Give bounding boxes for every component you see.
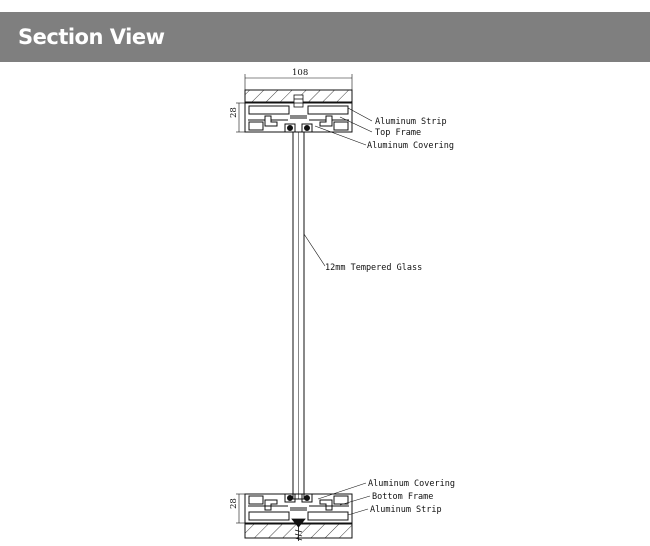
- label-top-aluminum-covering: Aluminum Covering: [367, 141, 454, 151]
- label-bottom-aluminum-covering: Aluminum Covering: [368, 479, 455, 489]
- section-header: Section View: [0, 12, 650, 62]
- top-anchor-bolt: [293, 94, 304, 108]
- leader-lines: [303, 107, 373, 516]
- bottom-anchor-screw: [291, 518, 306, 541]
- label-tempered-glass: 12mm Tempered Glass: [325, 263, 422, 273]
- label-bottom-frame: Bottom Frame: [372, 492, 433, 502]
- top-margin: [0, 0, 650, 12]
- section-drawing: 108 28: [229, 68, 455, 541]
- label-top-aluminum-strip: Aluminum Strip: [375, 117, 447, 127]
- bottom-height-label: 28: [229, 498, 239, 509]
- top-height-dimension: 28: [229, 102, 245, 133]
- width-dimension-label: 108: [292, 68, 308, 78]
- label-bottom-aluminum-strip: Aluminum Strip: [370, 505, 442, 515]
- label-top-frame: Top Frame: [375, 128, 421, 138]
- bottom-height-dimension: 28: [229, 493, 245, 524]
- width-dimension: 108: [244, 68, 353, 90]
- tempered-glass-panel: [292, 131, 305, 500]
- page-title: Section View: [18, 25, 165, 49]
- top-frame-profile: [244, 102, 353, 133]
- top-height-label: 28: [229, 107, 239, 118]
